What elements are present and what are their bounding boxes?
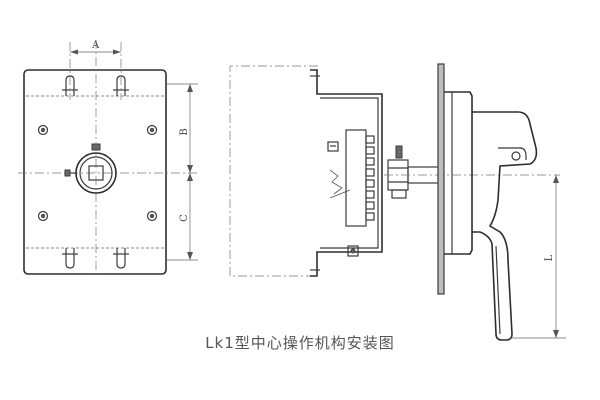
contact-terminals — [365, 135, 375, 221]
dim-arrow-c-top — [187, 173, 193, 181]
mounting-hole-bottom-left — [37, 210, 49, 222]
handle-flange — [444, 91, 473, 255]
contact-block — [345, 129, 367, 227]
side-view: L — [229, 63, 566, 341]
dimension-label-a: A — [91, 40, 100, 51]
dimension-label-l: L — [544, 254, 555, 261]
dim-arrow-l-top — [553, 175, 559, 183]
mounting-hole-top-left — [37, 124, 49, 136]
detent-spring — [329, 169, 343, 195]
dimension-label-b: B — [179, 128, 190, 135]
mounting-hole-bottom-right — [146, 210, 158, 222]
mounting-hole-top-right — [146, 124, 158, 136]
handle-padlock-hole — [511, 151, 521, 161]
switch-body-outline — [229, 65, 318, 277]
front-plate — [23, 69, 167, 275]
dim-arrow-c-bottom — [187, 252, 193, 260]
bracket-screw-top — [327, 141, 339, 152]
front-view: A B C — [18, 40, 200, 278]
dim-arrow-b-bottom — [187, 165, 193, 173]
center-shaft-hub — [64, 143, 117, 194]
mounting-bracket-inner — [320, 97, 379, 249]
dimension-label-c: C — [179, 214, 190, 222]
dim-arrow-a-right — [113, 49, 121, 55]
drawing-caption: Lk1型中心操作机构安装图 — [205, 334, 395, 352]
bracket-screw-bottom — [347, 245, 359, 257]
bottom-slot-right — [116, 248, 126, 269]
bottom-slot-left — [65, 248, 75, 269]
handle-grip-edge — [495, 245, 501, 335]
dim-arrow-a-left — [70, 49, 78, 55]
shaft-coupling — [387, 145, 409, 199]
operating-handle — [472, 111, 538, 341]
dim-arrow-b-top — [187, 84, 193, 92]
operating-handle-inner — [498, 147, 527, 160]
actuator-link — [329, 189, 351, 199]
panel-door — [437, 63, 445, 295]
dim-arrow-l-bottom — [553, 330, 559, 338]
mounting-bracket — [310, 69, 383, 277]
